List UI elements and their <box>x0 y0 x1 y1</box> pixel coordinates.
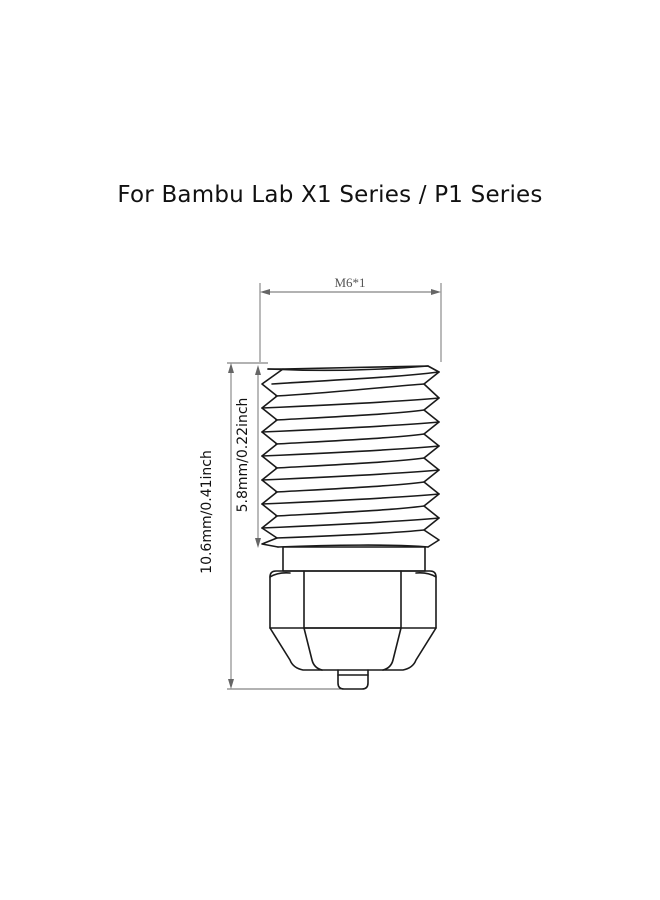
thread-size-label: M6*1 <box>334 275 365 290</box>
thread-length-label: 5.8mm/0.22inch <box>235 398 251 513</box>
total-length-label: 10.6mm/0.41inch <box>199 450 215 574</box>
thread-length-dimension: 5.8mm/0.22inch <box>235 365 261 548</box>
nozzle-tip <box>337 669 369 690</box>
total-length-dimension: 10.6mm/0.41inch <box>199 362 350 690</box>
hex-body <box>269 570 437 629</box>
nozzle-part <box>261 365 440 690</box>
thread-right-profile <box>282 365 440 548</box>
thread-size-dimension: M6*1 <box>259 275 442 362</box>
nozzle-cone <box>269 627 437 671</box>
nozzle-neck <box>282 546 426 572</box>
diagram-title: For Bambu Lab X1 Series / P1 Series <box>117 182 543 208</box>
thread-helix-lines <box>261 365 440 548</box>
thread-left-profile <box>261 368 284 548</box>
